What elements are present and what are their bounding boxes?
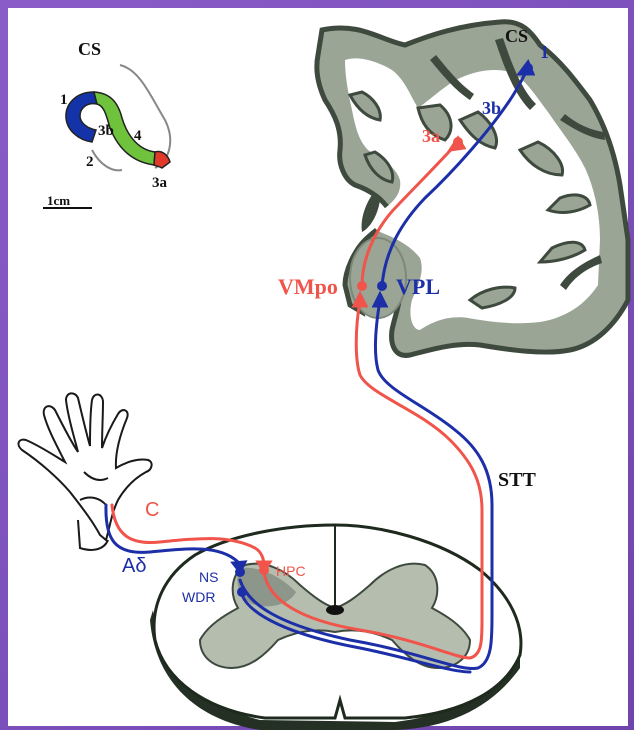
vpl-node <box>377 281 387 291</box>
inset-area-1-label: 1 <box>60 92 68 108</box>
stt-label: STT <box>498 469 536 491</box>
hpc-label: HPC <box>276 563 306 579</box>
inset-area-2-label: 2 <box>86 154 94 170</box>
vpl-label: VPL <box>396 274 440 299</box>
hpc-node <box>259 565 269 575</box>
inset-cs-label: CS <box>78 39 101 59</box>
ns-node <box>235 567 245 577</box>
area-1-node <box>523 63 533 73</box>
area-3a-node <box>453 137 463 147</box>
wdr-node <box>237 587 247 597</box>
fiber-c-label: C <box>145 499 159 521</box>
cortex-area-3a-label: 3a <box>422 126 440 146</box>
cortex-cs-label: CS <box>505 26 528 46</box>
inset-area-4-label: 4 <box>134 128 142 144</box>
scale-bar-label: 1cm <box>47 193 70 208</box>
vmpo-node <box>357 281 367 291</box>
fiber-adelta-label: Aδ <box>122 555 146 577</box>
vmpo-label: VMpo <box>278 274 338 299</box>
ns-label: NS <box>199 569 218 585</box>
inset-area-3b-label: 3b <box>98 123 114 139</box>
central-canal <box>326 605 344 615</box>
cortex-area-1-label: 1 <box>540 42 549 62</box>
wdr-label: WDR <box>182 589 215 605</box>
inset-area-3a-label: 3a <box>152 175 168 191</box>
cortex-area-3b-label: 3b <box>482 98 501 118</box>
